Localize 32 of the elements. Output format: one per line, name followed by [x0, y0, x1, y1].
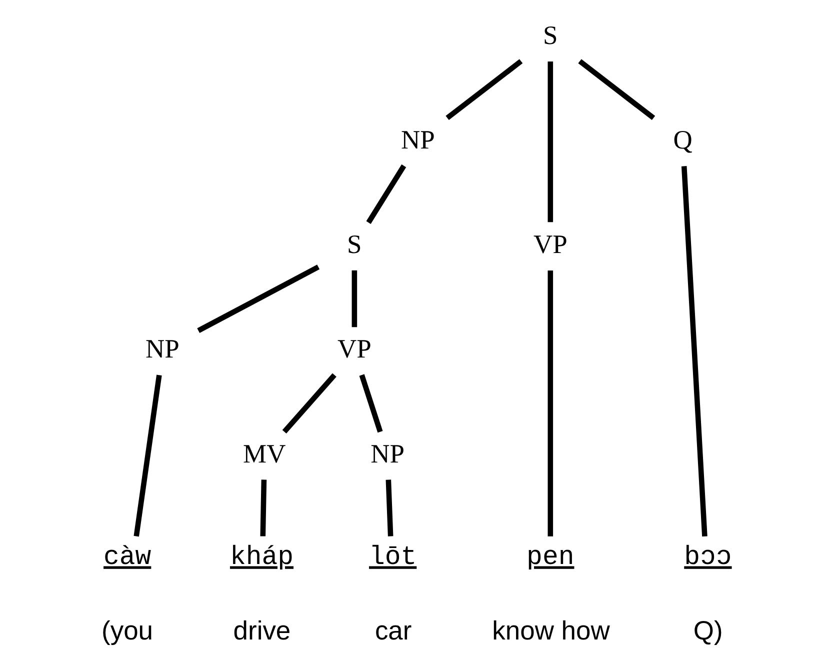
- connector: [282, 373, 336, 434]
- node-label: drive: [232, 616, 290, 646]
- node-text: kháp: [229, 542, 294, 572]
- node-text: Q: [672, 124, 692, 154]
- node-text: VP: [337, 334, 371, 364]
- node-text: càw: [103, 542, 151, 572]
- connector: [385, 480, 393, 536]
- connector: [358, 374, 382, 433]
- connector: [196, 264, 320, 333]
- node-text: bɔɔ: [684, 542, 732, 572]
- node-label: know how: [492, 616, 610, 646]
- node-label: Q): [692, 616, 722, 646]
- connector: [547, 270, 553, 536]
- connector: [366, 164, 406, 224]
- node-label: (you: [101, 616, 153, 646]
- node-text: VP: [532, 229, 567, 260]
- node-text: NP: [370, 438, 404, 468]
- node-text: MV: [242, 438, 286, 468]
- connector: [445, 59, 522, 120]
- connector: [680, 166, 707, 536]
- node-text: NP: [400, 124, 434, 154]
- node-text: S: [542, 20, 558, 50]
- connector: [351, 270, 357, 328]
- node-text: NP: [145, 334, 179, 364]
- connector: [547, 61, 553, 222]
- connector: [578, 59, 655, 120]
- connector: [260, 480, 266, 536]
- node-text: lōt: [368, 542, 416, 572]
- node-text: pen: [526, 542, 574, 572]
- connector: [133, 374, 162, 537]
- node-text: S: [346, 229, 362, 260]
- node-label: car: [374, 616, 412, 646]
